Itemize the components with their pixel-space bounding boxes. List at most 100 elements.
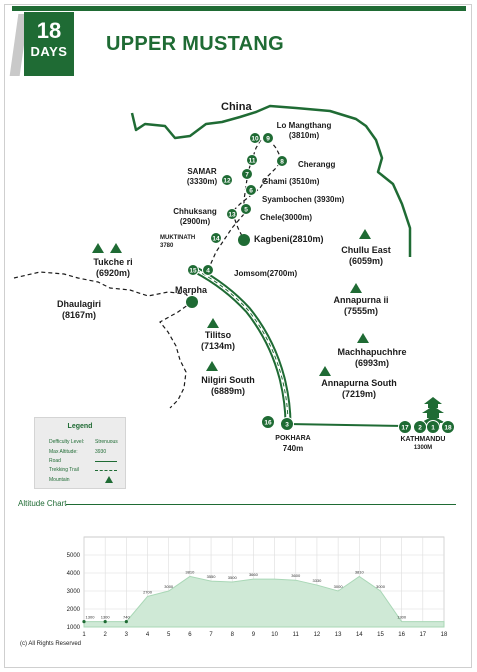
day-marker-17: 17 [398,420,412,434]
legend-max-alt-value: 3930 [95,449,107,455]
altitude-point-label: 3660 [249,572,259,577]
x-tick-label: 5 [167,632,171,638]
altitude-chart-rule [66,504,456,505]
day-marker-1: 1 [426,420,440,434]
day-marker-18: 18 [441,420,455,434]
day-marker-label: 1 [431,424,435,431]
day-marker-13: 13 [226,208,238,220]
place-label-samar: SAMAR (3330m) [186,167,218,186]
day-marker-label: 7 [245,171,249,178]
day-marker-9: 9 [262,132,274,144]
day-marker-7: 7 [241,168,253,180]
mountain-label-annapurna2: Annapurna ii (7555m) [333,295,389,316]
place-label-kathmandu: KATHMANDU 1300M [400,436,446,451]
altitude-chart-title: Altitude Chart [18,499,67,508]
altitude-point-label: 3600 [291,573,301,578]
day-marker-15: 15 [187,264,199,276]
x-tick-label: 9 [252,632,256,638]
mountain-icon [206,361,218,371]
x-tick-label: 7 [209,632,213,638]
page-frame [4,4,472,668]
mountain-markers [92,229,371,376]
marpha-dot [186,296,198,308]
altitude-point-label: 3330 [312,578,322,583]
x-tick-label: 17 [419,632,426,638]
altitude-point-label: 3500 [228,575,238,580]
x-tick-label: 1 [82,632,86,638]
copyright-text: (c) All Rights Reserved [20,641,82,647]
day-marker-label: 14 [212,235,220,242]
altitude-point-label: 3810 [185,569,195,574]
day-marker-label: 12 [223,177,231,184]
china-border [130,104,412,257]
mountain-icon [357,333,369,343]
place-label-ghami: Ghami (3510m) [262,177,320,186]
page-title: UPPER MUSTANG [106,33,284,55]
day-marker-10: 10 [249,132,261,144]
legend-title: Legend [67,423,93,430]
mountain-label-tukche: Tukche ri (6920m) [93,257,133,278]
place-label-syambochen: Syambochen (3930m) [262,195,345,204]
x-tick-label: 14 [356,632,363,638]
altitude-point-label: 2700 [143,589,153,594]
mountain-icon [207,318,219,328]
day-marker-label: 11 [249,157,256,164]
place-label-pokhara: POKHARA 740m [275,435,311,453]
legend-mountain-icon [105,476,113,483]
altitude-point-label: 3550 [207,574,217,579]
x-tick-label: 6 [188,632,192,638]
altitude-point-label: 1300 [86,615,96,620]
altitude-area [83,575,445,628]
map-legend: Legend Defficulty Level: Strenuous Max A… [34,417,126,489]
mountain-label-nilgiri: Nilgiri South (6889m) [201,375,255,396]
place-label-jomsom: Jomsom(2700m) [234,269,298,278]
region-border-west [13,271,193,303]
legend-max-alt-label: Max Altitude: [49,449,78,455]
x-tick-label: 18 [441,632,448,638]
day-marker-6: 6 [245,184,257,196]
day-marker-label: 10 [251,135,259,142]
altitude-point [82,620,86,624]
y-tick-label: 4000 [67,571,81,577]
legend-difficulty-value: Strenuous [95,439,118,445]
altitude-point [124,620,128,624]
duration-number: 18 [36,18,62,43]
altitude-point-label: 3000 [164,584,174,589]
altitude-point-label: 740 [123,615,130,620]
day-marker-label: 4 [206,267,210,274]
place-label-chele: Chele(3000m) [260,213,313,222]
mountain-icon [350,283,362,293]
mountain-label-tilitso: Tilitso (7134m) [200,330,236,351]
x-tick-label: 8 [231,632,235,638]
day-marker-11: 11 [246,154,258,166]
day-marker-16: 16 [261,415,275,429]
altitude-point-label: 3000 [334,584,344,589]
mountain-label-annapurna-south: Annapurna South (7219m) [321,378,397,399]
day-marker-label: 15 [189,267,197,274]
altitude-point-label: 1300 [101,615,111,620]
day-marker-label: 3 [285,421,289,428]
legend-road-label: Road [49,458,61,464]
day-marker-label: 9 [266,135,270,142]
y-tick-label: 3000 [67,589,81,595]
day-marker-label: 2 [418,424,422,431]
place-label-cherangg: Cherangg [298,160,336,169]
x-tick-label: 2 [104,632,108,638]
legend-mountain-label: Mountain [49,477,70,483]
x-tick-label: 15 [377,632,384,638]
day-marker-label: 18 [444,424,452,431]
place-label-chuksang: Chhuksang (2900m) [173,207,217,226]
y-tick-label: 1000 [67,625,81,631]
day-marker-label: 16 [264,419,272,426]
x-tick-label: 16 [398,632,405,638]
mountain-label-chullu: Chullu East (6059m) [341,245,391,266]
day-marker-label: 17 [401,424,409,431]
y-tick-label: 2000 [67,607,81,613]
mountain-label-dhaulagiri: Dhaulagiri (8167m) [56,299,101,320]
x-tick-label: 10 [271,632,278,638]
legend-trail-swatch [95,470,117,471]
day-marker-3: 3 [280,417,294,431]
day-marker-4: 4 [202,264,214,276]
